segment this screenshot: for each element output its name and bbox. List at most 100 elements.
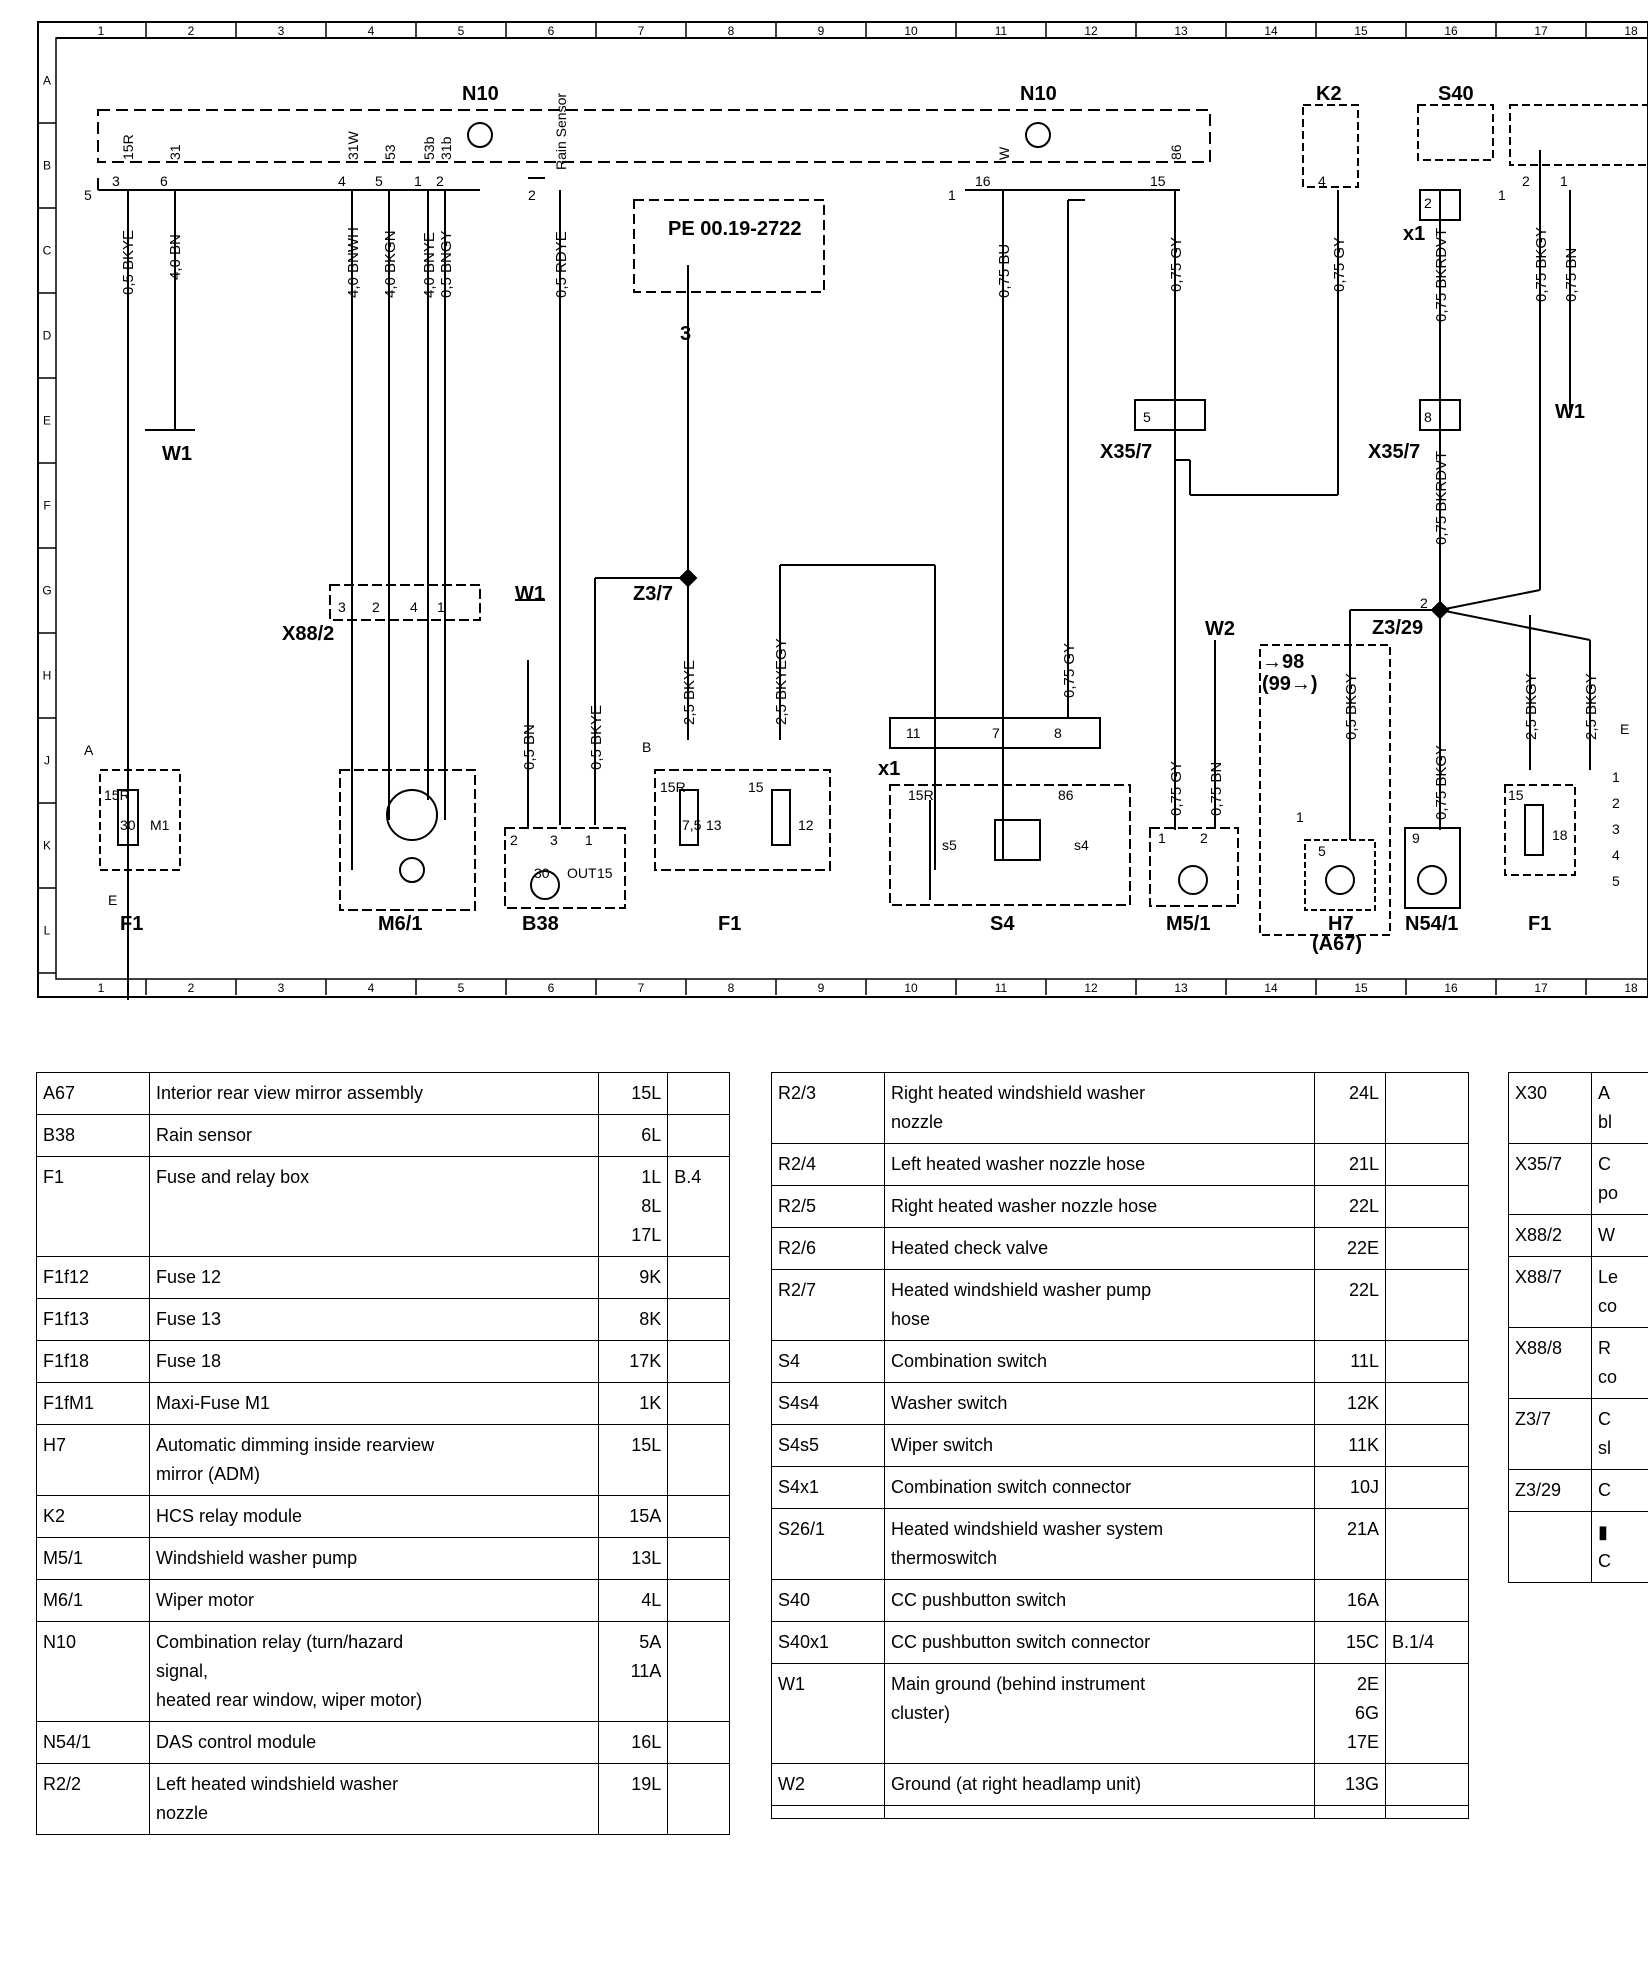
legend-cell-code: F1fM1 [36, 1382, 150, 1425]
legend-cell-ref [667, 1721, 730, 1764]
legend-cell-code: S4 [771, 1340, 885, 1383]
legend-cell-code: W1 [771, 1663, 885, 1764]
wire-label: 0,75 GY [1061, 643, 1078, 698]
pin-label: 53 [382, 144, 398, 160]
legend-cell-desc: Maxi-Fuse M1 [149, 1382, 599, 1425]
grid-column-label: 7 [638, 981, 645, 995]
grid-row-label: F [43, 499, 50, 513]
legend-cell-ref [667, 1114, 730, 1157]
legend-cell-loc: 4L [597, 1579, 669, 1622]
legend-cell-code: R2/5 [771, 1185, 885, 1228]
pin-label: 2 [528, 187, 536, 203]
pin-label: 31 [167, 144, 183, 160]
pin-labels: 5 3 6 4 5 1 2 2 1 16 15 4 2 1 2 1 15R 31… [84, 93, 1629, 908]
pin-label: 5 [1318, 843, 1326, 859]
pin-label: 2 [1612, 795, 1620, 811]
legend-cell-desc: CC pushbutton switch connector [883, 1621, 1316, 1664]
pin-label: 5 [1612, 873, 1620, 889]
label-n10-right: N10 [1020, 83, 1057, 105]
wire-label: 2,5 BKGY [1583, 673, 1600, 740]
grid-column-label: 2 [188, 24, 195, 38]
grid-row-label: B [43, 159, 51, 173]
pin-label: 4 [1612, 847, 1620, 863]
wire-label: 0,75 BU [996, 244, 1013, 298]
grid-column-label: 11 [995, 24, 1008, 38]
legend-cell-loc: 12K [1314, 1382, 1386, 1425]
legend-cell-loc: 15A [597, 1495, 669, 1538]
legend-cell-code: X88/7 [1508, 1256, 1592, 1328]
legend-cell-code: R2/4 [771, 1143, 885, 1186]
wire-lines [97, 104, 1648, 1000]
legend-cell-desc: Fuse 18 [149, 1340, 599, 1383]
legend-cell-desc: Wiper motor [149, 1579, 599, 1622]
pin-label: 1 [437, 599, 445, 615]
legend-cell-desc: Main ground (behind instrument cluster) [883, 1663, 1316, 1764]
pin-label: 15 [1508, 787, 1524, 803]
grid-column-label: 17 [1534, 24, 1548, 38]
legend-cell-loc: 16L [597, 1721, 669, 1764]
pin-label: 3 [550, 832, 558, 848]
label-x1-b: x1 [878, 758, 900, 780]
grid-column-label: 7 [638, 24, 645, 38]
legend-cell-code: R2/2 [36, 1763, 150, 1835]
wire-label: 0,75 BKRDVT [1433, 451, 1450, 545]
legend-cell-code: X30 [1508, 1072, 1592, 1144]
label-f1-b: F1 [718, 913, 741, 935]
legend-cell-ref [1384, 1805, 1470, 1819]
legend-cell-ref [1384, 1227, 1470, 1270]
grid-column-label: 1 [98, 24, 105, 38]
legend-cell-code: X88/2 [1508, 1214, 1592, 1257]
legend-cell-desc: Heated check valve [883, 1227, 1316, 1270]
legend-cell-ref [1384, 1143, 1470, 1186]
label-n10-left: N10 [462, 83, 499, 105]
legend-cell-desc: Fuse and relay box [149, 1156, 599, 1257]
legend-cell-desc: Interior rear view mirror assembly [149, 1072, 599, 1115]
label-ref-99: (99→) [1262, 673, 1318, 695]
legend-cell-desc: Automatic dimming inside rearview mirror… [149, 1424, 599, 1496]
grid-column-label: 5 [458, 24, 465, 38]
grid-column-label: 18 [1624, 24, 1638, 38]
legend-cell-loc: 8K [597, 1298, 669, 1341]
pin-label: Rain Sensor [553, 93, 569, 170]
legend-cell-code: R2/7 [771, 1269, 885, 1341]
pin-label: 31W [345, 130, 361, 160]
pin-label: 3 [338, 599, 346, 615]
label-x88-2: X88/2 [282, 623, 334, 645]
label-pe-ref: PE 00.19-2722 [668, 218, 801, 240]
wire-label: 0,75 GY [1168, 761, 1185, 816]
grid-column-label: 18 [1624, 981, 1638, 995]
legend-cell-code: F1f18 [36, 1340, 150, 1383]
legend-cell-desc: W [1591, 1214, 1648, 1257]
legend-cell-ref [667, 1072, 730, 1115]
legend-cell-loc: 21L [1314, 1143, 1386, 1186]
pin-label: 5 [1143, 409, 1151, 425]
legend-cell-loc: 5A 11A [597, 1621, 669, 1722]
legend-cell-ref: B.4 [667, 1156, 730, 1257]
pin-label: 9 [1412, 830, 1420, 846]
legend-cell-code: Z3/29 [1508, 1469, 1592, 1512]
grid-column-label: 4 [368, 981, 375, 995]
legend-cell-code: S40x1 [771, 1621, 885, 1664]
legend-cell-loc: 15C [1314, 1621, 1386, 1664]
legend-cell-code: R2/6 [771, 1227, 885, 1270]
legend-cell-loc: 11K [1314, 1424, 1386, 1467]
grid-column-label: 10 [904, 24, 918, 38]
grid-row-label: G [42, 584, 51, 598]
wire-label: 0,5 BNGY [438, 230, 455, 298]
legend-cell-ref [1384, 1269, 1470, 1341]
grid-row-label: E [43, 414, 51, 428]
